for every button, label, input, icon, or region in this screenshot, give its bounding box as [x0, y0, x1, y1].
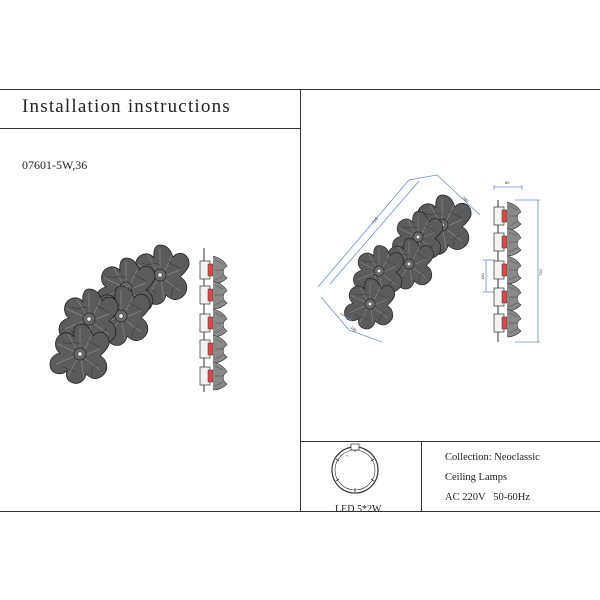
power-spec-text: AC 220V 50-60Hz [445, 492, 530, 503]
dimension-width-label: 280 [461, 195, 470, 204]
frame-divider [300, 89, 301, 511]
dimension-labels: 720 280 720 80 180 180 [349, 180, 543, 333]
dimension-small-a-label: 180 [480, 273, 485, 280]
light-source-label: LED 5*2W [335, 504, 382, 515]
frame-bottom [0, 511, 600, 512]
dimension-small-b-label: 180 [349, 325, 358, 334]
flower-shade [49, 323, 110, 384]
svg-text:+ -: + - [346, 454, 351, 458]
dimensioned-front-view [317, 174, 481, 343]
title-underline [0, 128, 300, 129]
category-text: Ceiling Lamps [445, 472, 508, 483]
footer-divider [421, 441, 422, 511]
led-ring-icon: + - [331, 443, 379, 494]
dimension-depth-label: 80 [505, 180, 510, 185]
dimension-height-label: 720 [538, 269, 543, 276]
footer-top-line [300, 441, 600, 442]
front-view-drawing [49, 244, 190, 384]
page-title: Installation instructions [22, 96, 231, 117]
dimensioned-side-view [483, 185, 540, 343]
side-view-drawing [199, 248, 228, 392]
dimension-length-label: 720 [371, 216, 380, 225]
collection-text: Collection: Neoclassic [445, 452, 540, 463]
model-number: 07601-5W,36 [22, 158, 88, 172]
